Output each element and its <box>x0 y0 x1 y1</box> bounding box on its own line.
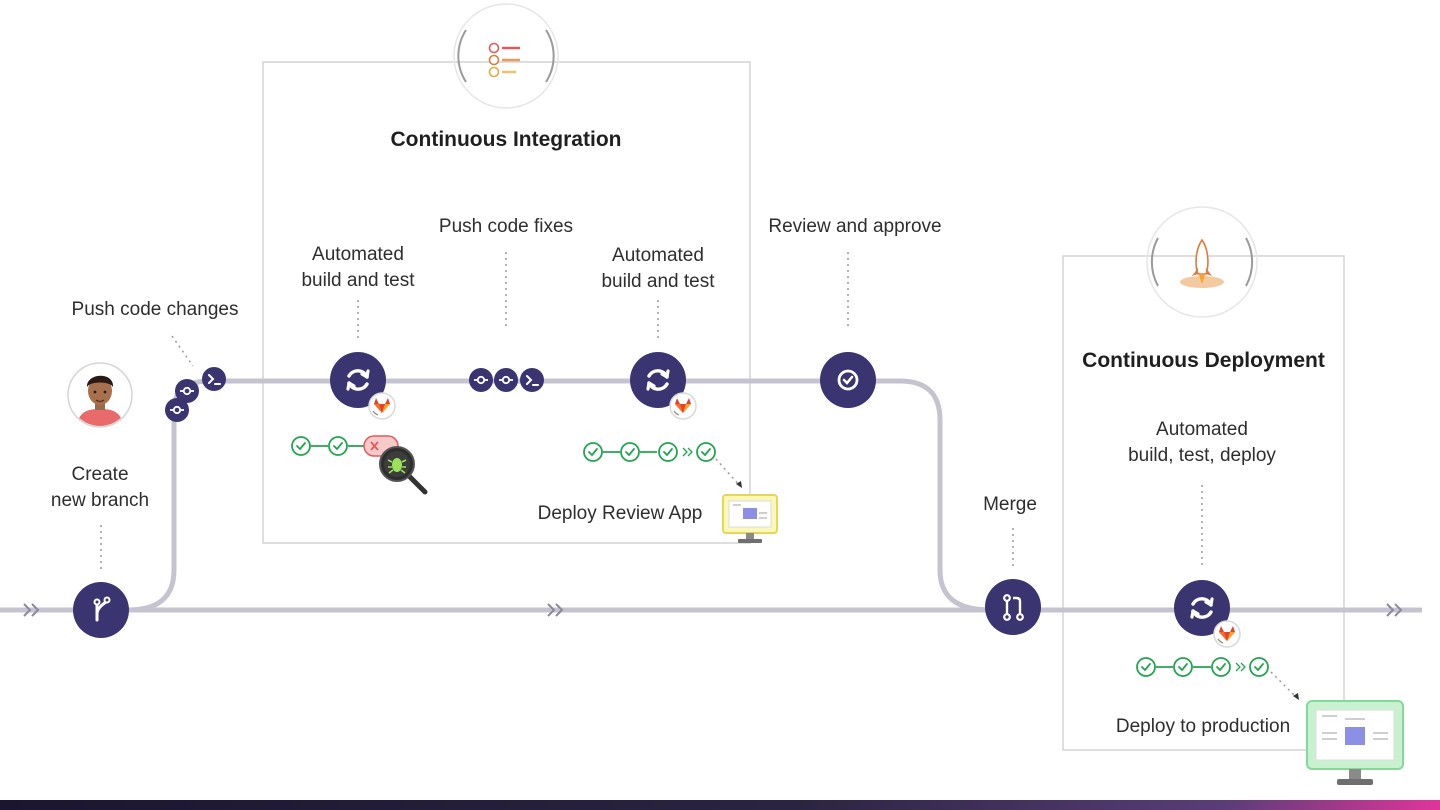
git-branch-icon <box>73 582 129 638</box>
approve-check-icon <box>820 352 876 408</box>
arrow-head-icon <box>736 481 742 488</box>
arrow-head-icon <box>1293 693 1299 700</box>
gitlab-fox-icon <box>1213 620 1241 648</box>
gitlab-fox-icon <box>669 392 697 420</box>
terminal-icon <box>201 366 227 392</box>
step-auto-build-1-line1: Automated <box>312 244 404 265</box>
terminal-icon <box>519 367 545 393</box>
checklist-icon <box>453 3 559 109</box>
feature-track <box>127 378 991 613</box>
step-deploy-review-app: Deploy Review App <box>537 503 703 524</box>
monitor-icon <box>1306 700 1404 785</box>
cd-section-box <box>1062 255 1345 751</box>
step-auto-deploy-line2: build, test, deploy <box>1128 445 1276 466</box>
avatar <box>67 362 133 428</box>
step-push-fixes: Push code fixes <box>438 216 574 237</box>
leader-lines <box>100 252 1298 699</box>
ci-title: Continuous Integration <box>390 128 622 151</box>
commit-icon <box>493 367 519 393</box>
flow-arrow-icon <box>23 603 1403 617</box>
step-create-branch-line2: new branch <box>50 490 150 511</box>
monitor-icon <box>722 494 778 544</box>
cd-title: Continuous Deployment <box>1082 349 1325 372</box>
step-auto-build-2-line1: Automated <box>612 245 704 266</box>
step-create-branch-line1: Create <box>71 464 129 485</box>
ci-section-box <box>262 61 751 544</box>
pipeline-status-failed <box>291 435 399 457</box>
gitlab-fox-icon <box>368 392 396 420</box>
step-deploy-production: Deploy to production <box>1115 716 1291 737</box>
step-auto-build-2: Automated build and test <box>568 243 748 295</box>
step-create-branch: Create new branch <box>20 462 180 514</box>
step-auto-deploy: Automated build, test, deploy <box>1092 417 1312 469</box>
step-review-approve: Review and approve <box>768 216 942 237</box>
pipeline-status-passed <box>583 442 716 462</box>
step-merge: Merge <box>983 494 1037 515</box>
step-push-changes: Push code changes <box>71 299 239 320</box>
step-auto-build-1-line2: build and test <box>301 270 415 291</box>
commit-icon <box>468 367 494 393</box>
pipeline-status-passed <box>1136 657 1269 677</box>
commit-icon <box>174 378 200 404</box>
step-auto-build-1: Automated build and test <box>268 242 448 294</box>
merge-request-icon <box>985 579 1041 635</box>
rocket-icon <box>1146 206 1258 318</box>
step-auto-deploy-line1: Automated <box>1156 419 1248 440</box>
bottom-gradient-bar <box>0 800 1440 810</box>
step-auto-build-2-line2: build and test <box>601 271 715 292</box>
bug-magnifier-icon <box>379 446 428 495</box>
